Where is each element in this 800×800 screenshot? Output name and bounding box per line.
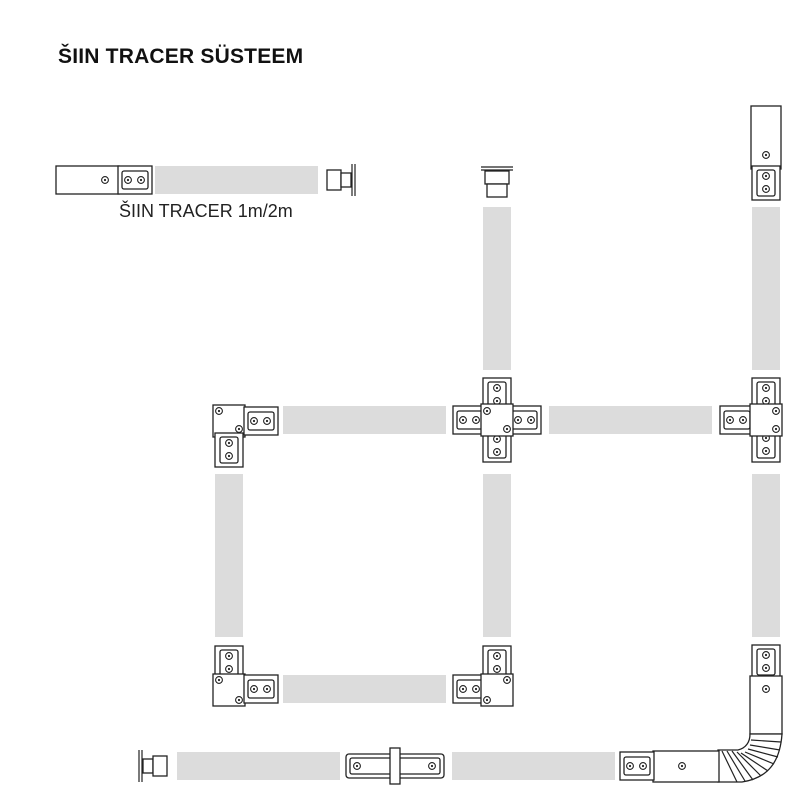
cross-connector-center (452, 377, 542, 463)
page-title: ŠIIN TRACER SÜSTEEM (58, 45, 304, 68)
l-connector-top-left (212, 404, 278, 467)
rail-segment (215, 474, 243, 637)
rail-segment (452, 752, 615, 780)
feed-connector-top-right (750, 105, 782, 200)
rail-segment (483, 207, 511, 370)
rail-segment (752, 207, 780, 370)
end-cap-top-center (481, 166, 513, 198)
straight-connector (345, 747, 445, 785)
end-cap-bottom-left (138, 750, 168, 782)
l-connector-bottom-center (453, 646, 514, 707)
t-connector-right (719, 378, 783, 462)
feed-connector-top-left (55, 165, 152, 195)
rail-segment (283, 675, 446, 703)
rail-length-label: ŠIIN TRACER 1m/2m (119, 201, 293, 221)
rail-segment (177, 752, 340, 780)
flexible-connector (620, 645, 783, 783)
l-connector-bottom-left (212, 646, 278, 707)
rail-segment (752, 474, 780, 637)
rail-segment (549, 406, 712, 434)
end-cap-top-left (326, 164, 356, 196)
rail-segment (483, 474, 511, 637)
rail-segment (155, 166, 318, 194)
rail-segment (283, 406, 446, 434)
